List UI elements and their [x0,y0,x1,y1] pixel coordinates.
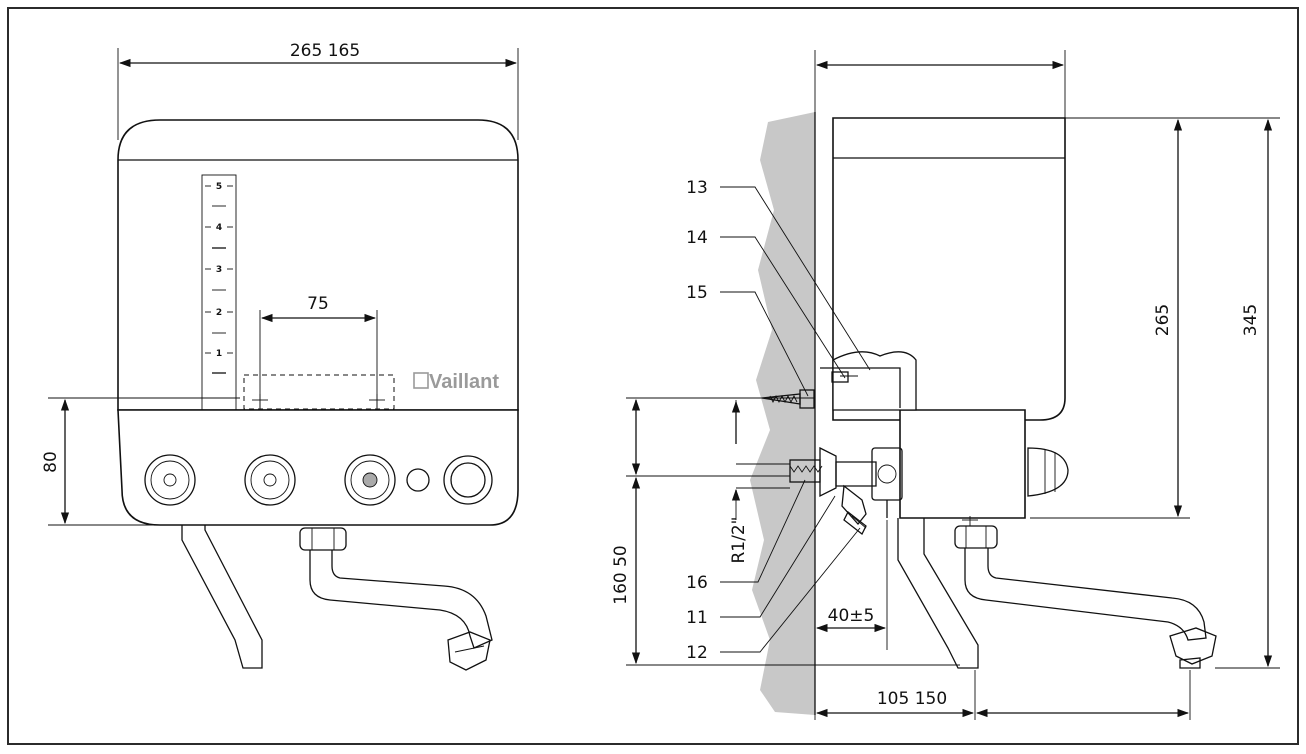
wall-height-dimension: 160 50 [611,545,631,604]
front-width-dimension: 265 165 [290,41,360,61]
side-view: 265 345 160 50 R1/2" 40±5 105 150 13 [611,50,1280,720]
front-tap [299,527,493,671]
mounting-bracket [820,367,901,408]
inlet-pipe [181,525,263,669]
svg-text:14: 14 [686,228,708,248]
callout-11: 11 [686,495,836,628]
side-lower-body [899,409,1026,519]
heater-control-panel [117,409,519,526]
scale-mark-5: 5 [216,182,222,192]
callout-12: 12 [686,527,861,663]
side-upper-body [832,117,1066,421]
side-tap [954,516,1217,669]
drawing-frame [7,7,1299,745]
callout-16: 16 [686,479,806,593]
scale-mark-3: 3 [216,265,222,275]
svg-text:13: 13 [686,178,708,198]
side-inlet-pipe [897,518,979,669]
svg-text:15: 15 [686,283,708,303]
svg-text:16: 16 [686,573,708,593]
scale-mark-2: 2 [216,308,222,318]
bracket-clip [831,371,849,383]
scale-mark-1: 1 [216,349,222,359]
mounting-bracket-outline [243,374,395,410]
front-view: 265 165 5 4 3 2 1 75 [41,41,519,671]
inner-height-dimension: 265 [1153,304,1173,336]
callout-15: 15 [686,283,809,397]
brand-name: Vaillant [429,371,499,393]
outer-height-dimension: 345 [1241,304,1261,336]
side-knob [1027,447,1069,497]
callout-14: 14 [686,228,846,379]
scale-marks: 5 4 3 2 1 [205,182,233,374]
callout-13: 13 [686,178,871,371]
control-knobs [144,454,493,506]
mounting-hole-marks [252,394,385,408]
scale-mark-4: 4 [216,223,222,233]
hole-spacing-dimension: 75 [307,294,329,314]
heater-upper-body [117,119,519,411]
front-height-dimension: 80 [41,451,61,473]
water-level-scale [201,174,237,411]
offset-dimension: 40±5 [828,606,875,626]
thread-size-label: R1/2" [729,517,749,564]
svg-text:12: 12 [686,643,708,663]
water-connection [789,446,903,535]
svg-text:11: 11 [686,608,708,628]
wall-screw [761,389,815,409]
vaillant-logo: Vaillant [413,371,499,393]
bottom-dimension: 105 150 [877,689,947,709]
cutaway-section [832,351,917,411]
